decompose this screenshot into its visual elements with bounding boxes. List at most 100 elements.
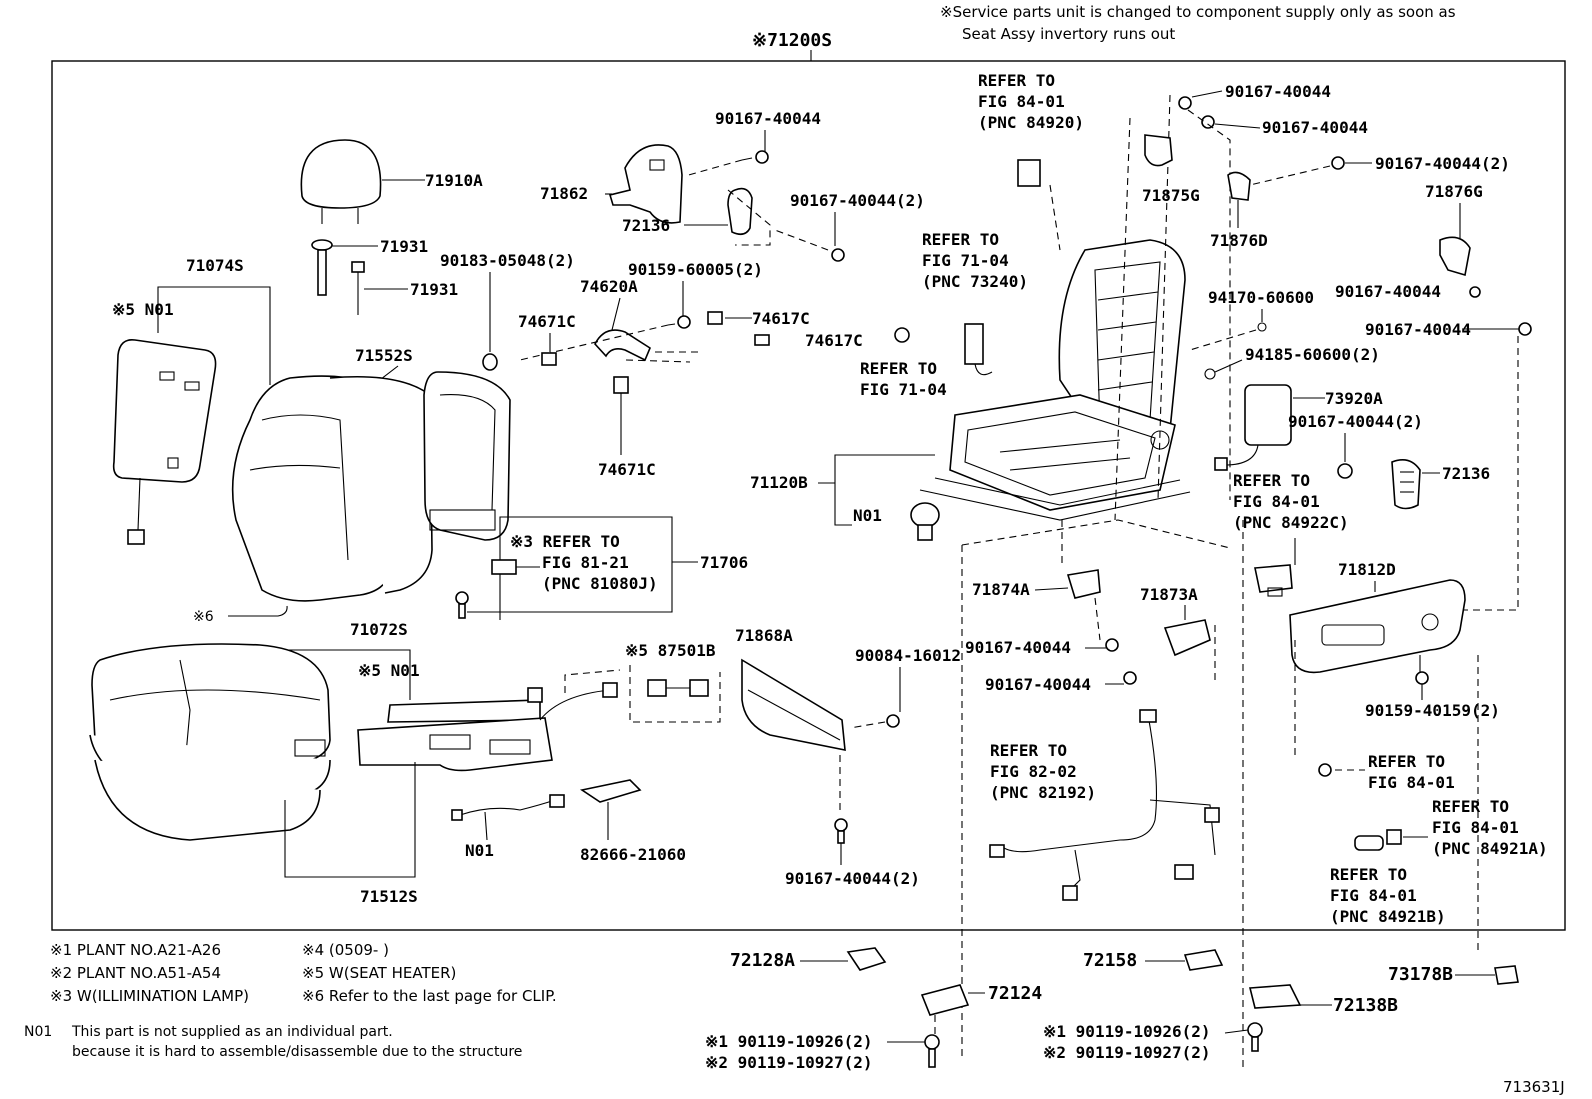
label-90167-r6: 90167-40044(2) bbox=[1288, 412, 1423, 431]
seat-belt-buckle-part bbox=[964, 323, 993, 376]
sensor-wire-part bbox=[451, 794, 565, 841]
label-72128A: 72128A bbox=[730, 950, 795, 971]
legend-note-4: ※4 (0509- ) bbox=[302, 941, 389, 959]
label-71876D: 71876D bbox=[1210, 231, 1268, 250]
label-71512S: 71512S bbox=[360, 887, 418, 906]
seatback-pad-part bbox=[423, 371, 511, 541]
label-n01-b: N01 bbox=[853, 506, 882, 525]
bracket-part-71873A bbox=[1163, 619, 1211, 657]
ref-84921B-line1: REFER TO bbox=[1330, 865, 1407, 884]
legend-note-3: ※3 W(ILLIMINATION LAMP) bbox=[50, 987, 249, 1005]
bracket-part-71876D bbox=[1227, 171, 1251, 201]
label-74620A: 74620A bbox=[580, 277, 638, 296]
trim-panel-part bbox=[741, 658, 846, 751]
ref-84920-line3: (PNC 84920) bbox=[978, 113, 1084, 132]
label-90167-r2: 90167-40044 bbox=[1262, 118, 1368, 137]
label-71552S: 71552S bbox=[355, 346, 413, 365]
label-73920A: 73920A bbox=[1325, 389, 1383, 408]
label-74617C-b: 74617C bbox=[805, 331, 863, 350]
label-87501B: ※5 87501B bbox=[625, 641, 716, 660]
connector-part bbox=[647, 679, 709, 697]
label-71706: 71706 bbox=[700, 553, 748, 572]
label-71072S: 71072S bbox=[350, 620, 408, 639]
ref-84922-line1: REFER TO bbox=[1233, 471, 1310, 490]
headrest-part bbox=[300, 139, 382, 224]
switch-part bbox=[1254, 564, 1293, 597]
bolt-part-a bbox=[924, 1034, 940, 1068]
screw-part bbox=[741, 150, 769, 164]
label-90167-bot: 90167-40044(2) bbox=[785, 869, 920, 888]
ref-82192-line1: REFER TO bbox=[990, 741, 1067, 760]
label-71862: 71862 bbox=[540, 184, 588, 203]
label-72158: 72158 bbox=[1083, 950, 1137, 971]
ref-81080-line2: FIG 81-21 bbox=[542, 553, 629, 572]
label-94185: 94185-60600(2) bbox=[1245, 345, 1380, 364]
label-74617C-a: 74617C bbox=[752, 309, 810, 328]
cover-part-72158 bbox=[1183, 949, 1224, 971]
label-73178B: 73178B bbox=[1388, 964, 1453, 985]
label-72138B: 72138B bbox=[1333, 995, 1398, 1016]
inner-cover-part-b bbox=[1391, 459, 1421, 510]
label-90167-m2: 90167-40044 bbox=[985, 675, 1091, 694]
label-72136-b: 72136 bbox=[1442, 464, 1490, 483]
ref-8401-line1: REFER TO bbox=[1368, 752, 1445, 771]
label-72124: 72124 bbox=[988, 983, 1042, 1004]
ref-73240-line3: (PNC 73240) bbox=[922, 272, 1028, 291]
inner-cover-part-a bbox=[727, 187, 753, 236]
label-71876G: 71876G bbox=[1425, 182, 1483, 201]
motor-part bbox=[910, 502, 940, 541]
cover-part-72128A bbox=[846, 947, 887, 971]
label-n01-a: ※5 N01 bbox=[112, 300, 174, 319]
side-cover-part bbox=[1289, 579, 1466, 674]
headrest-support-part bbox=[311, 239, 365, 315]
label-n01-c: ※5 N01 bbox=[358, 661, 420, 680]
legend-n01-line1: This part is not supplied as an individu… bbox=[71, 1024, 393, 1040]
label-71931-a: 71931 bbox=[380, 237, 428, 256]
legend-n01-line2: because it is hard to assemble/disassemb… bbox=[72, 1044, 522, 1060]
label-b2-2: ※2 90119-10927(2) bbox=[1043, 1043, 1211, 1062]
label-90167-top: 90167-40044 bbox=[715, 109, 821, 128]
label-90183: 90183-05048(2) bbox=[440, 251, 575, 270]
legend-note-1: ※1 PLANT NO.A21-A26 bbox=[50, 941, 221, 959]
bracket-part-71874A bbox=[1066, 569, 1101, 599]
label-74671C-a: 74671C bbox=[518, 312, 576, 331]
cap-part-73178B bbox=[1494, 965, 1519, 985]
bracket-part-71876G bbox=[1439, 236, 1471, 277]
ref-84920-line2: FIG 84-01 bbox=[978, 92, 1065, 111]
label-71875G: 71875G bbox=[1142, 186, 1200, 205]
cover-part-72138B bbox=[1248, 984, 1302, 1009]
ref-84921A-line2: FIG 84-01 bbox=[1432, 818, 1519, 837]
ref-73240-line2: FIG 71-04 bbox=[922, 251, 1009, 270]
label-90167-2a: 90167-40044(2) bbox=[790, 191, 925, 210]
bracket-part-71875G bbox=[1144, 134, 1173, 167]
assembly-code: ※71200S bbox=[752, 30, 832, 51]
label-b1-2: ※2 90119-10927(2) bbox=[705, 1053, 873, 1072]
ref-82192-line2: FIG 82-02 bbox=[990, 762, 1077, 781]
ref-7104-line1: REFER TO bbox=[860, 359, 937, 378]
bracket-part-82666 bbox=[579, 779, 642, 803]
notice-line-2: Seat Assy invertory runs out bbox=[962, 25, 1175, 43]
lamp-part bbox=[1354, 829, 1402, 851]
legend-note-2: ※2 PLANT NO.A51-A54 bbox=[50, 964, 221, 982]
label-b1-1: ※1 90119-10926(2) bbox=[705, 1032, 873, 1051]
ref-81080-line1: ※3 REFER TO bbox=[510, 532, 620, 551]
ref-84922-line2: FIG 84-01 bbox=[1233, 492, 1320, 511]
ref-84921A-line1: REFER TO bbox=[1432, 797, 1509, 816]
label-90159-401: 90159-40159(2) bbox=[1365, 701, 1500, 720]
ref-84921B-line3: (PNC 84921B) bbox=[1330, 907, 1446, 926]
ref-84920-line1: REFER TO bbox=[978, 71, 1055, 90]
label-71910A: 71910A bbox=[425, 171, 483, 190]
ref-84921A-line3: (PNC 84921A) bbox=[1432, 839, 1548, 858]
clip-part bbox=[455, 591, 469, 619]
ref-8401-line2: FIG 84-01 bbox=[1368, 773, 1455, 792]
label-90167-r1: 90167-40044 bbox=[1225, 82, 1331, 101]
figure-code: 713631J bbox=[1503, 1078, 1565, 1096]
label-72136-a: 72136 bbox=[622, 216, 670, 235]
seat-cushion-cover-part bbox=[89, 643, 331, 841]
label-note6: ※6 bbox=[193, 609, 214, 625]
ref-73240-line1: REFER TO bbox=[922, 230, 999, 249]
label-71120B: 71120B bbox=[750, 473, 808, 492]
label-90159-600: 90159-60005(2) bbox=[628, 260, 763, 279]
ref-84922-line3: (PNC 84922C) bbox=[1233, 513, 1349, 532]
label-71074S: 71074S bbox=[186, 256, 244, 275]
